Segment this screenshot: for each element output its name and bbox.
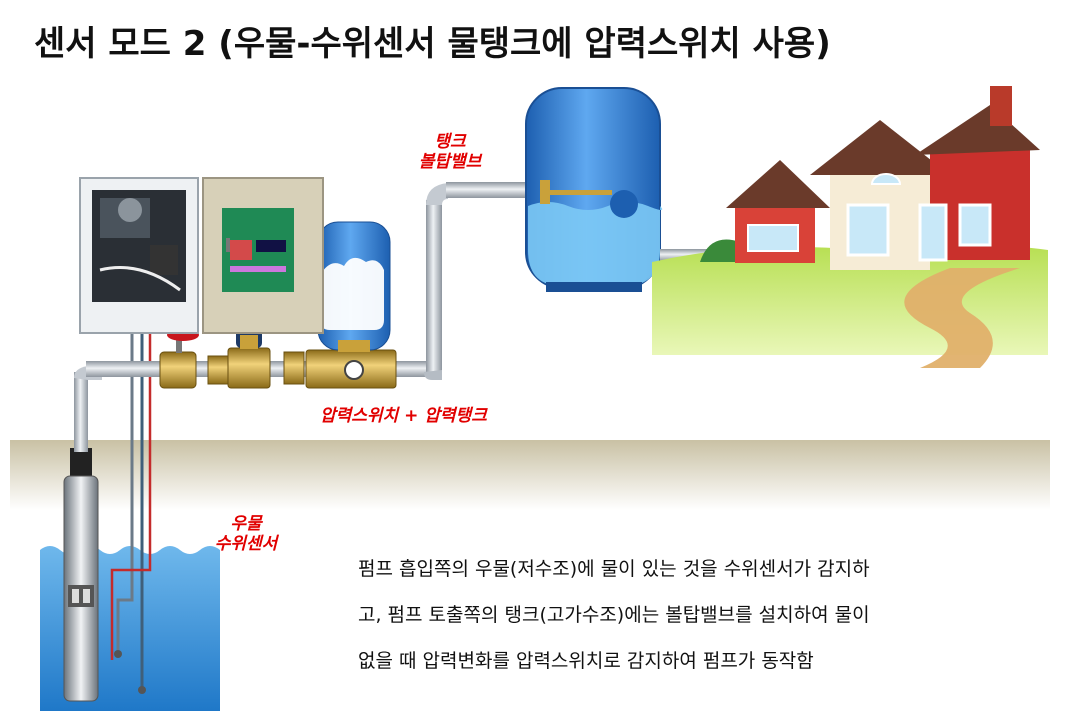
description-line: 없을 때 압력변화를 압력스위치로 감지하여 펌프가 동작함: [358, 650, 814, 672]
water-tank: [525, 87, 663, 292]
well-sensor-label: 우물 수위센서: [196, 514, 296, 554]
pressure-switch-label: 압력스위치 + 압력탱크: [320, 406, 487, 426]
brass-fittings: [159, 300, 397, 389]
description-line: 고, 펌프 토출쪽의 탱크(고가수조)에는 볼탑밸브를 설치하여 물이: [358, 604, 870, 626]
tank-valve-label: 탱크 볼탑밸브: [400, 132, 500, 172]
control-box-open: [79, 177, 199, 334]
house: [652, 86, 1048, 368]
pressure-tank: [317, 221, 391, 352]
ground-band: [10, 440, 1050, 510]
page-title: 센서 모드 2 (우물-수위센서 물탱크에 압력스위치 사용): [34, 24, 831, 64]
tank-valve-label-line2: 볼탑밸브: [418, 152, 482, 172]
tank-valve-label-line1: 탱크: [434, 132, 466, 152]
submersible-pump: [63, 448, 99, 702]
description-line: 펌프 흡입쪽의 우물(저수조)에 물이 있는 것을 수위센서가 감지하: [358, 558, 870, 580]
well-sensor-label-line2: 수위센서: [214, 534, 278, 554]
control-box-closed: [202, 177, 324, 334]
description: 펌프 흡입쪽의 우물(저수조)에 물이 있는 것을 수위센서가 감지하 고, 펌…: [358, 546, 1038, 684]
well-sensor-label-line1: 우물: [230, 514, 262, 534]
